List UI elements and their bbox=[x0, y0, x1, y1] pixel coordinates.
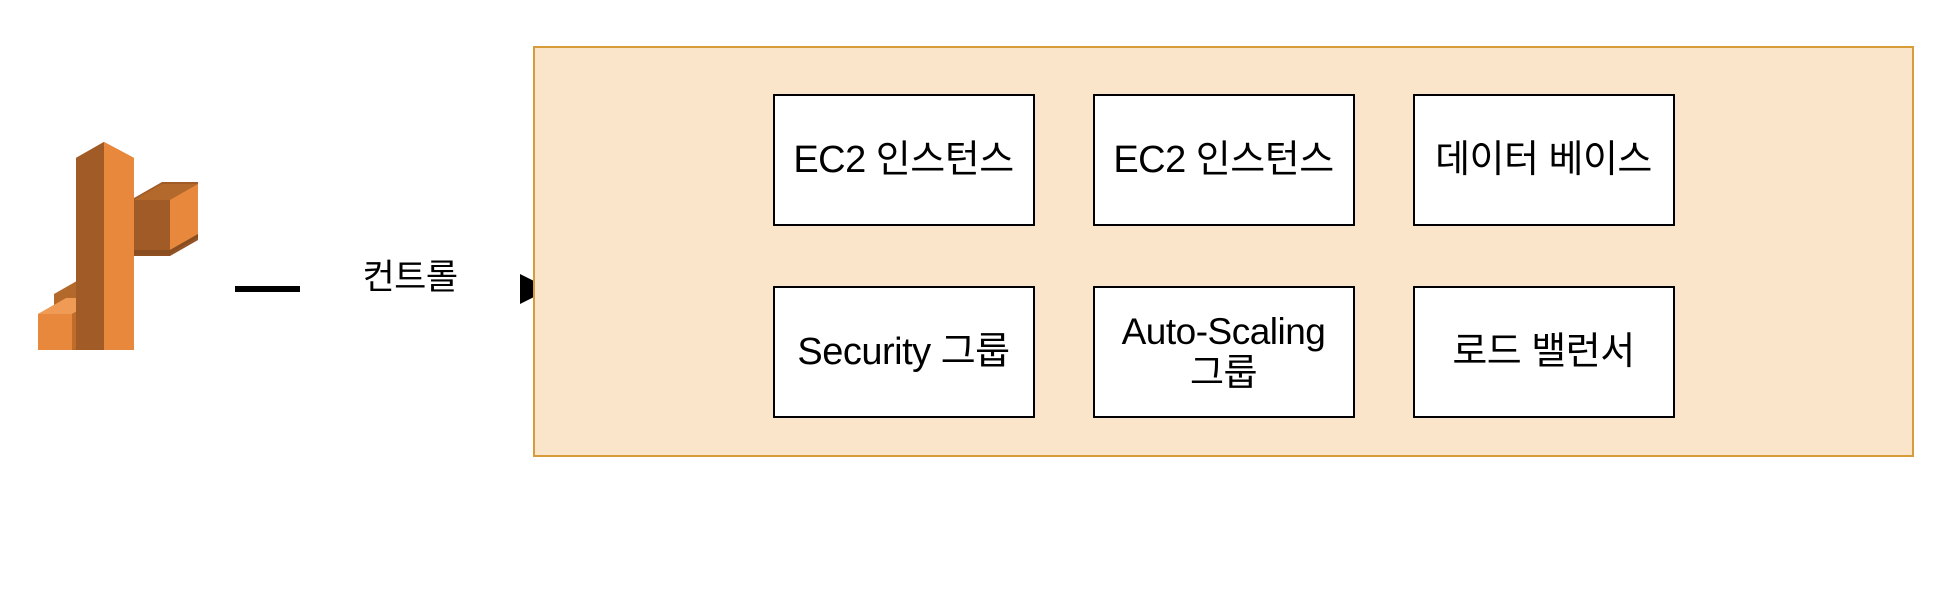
control-arrow-label: 컨트롤 bbox=[300, 250, 520, 298]
resource-box-load-balancer[interactable]: 로드 밸런서 bbox=[1412, 286, 1675, 418]
resource-row-2: Security 그룹 Auto-Scaling 그룹 로드 밸런서 bbox=[535, 286, 1912, 418]
resource-box-security-group[interactable]: Security 그룹 bbox=[772, 286, 1035, 418]
resource-box-auto-scaling-group[interactable]: Auto-Scaling 그룹 bbox=[1092, 286, 1355, 418]
aws-service-3d-icon bbox=[32, 128, 198, 350]
resource-box-ec2-instance-2[interactable]: EC2 인스턴스 bbox=[1092, 94, 1355, 226]
resource-group-panel: EC2 인스턴스 EC2 인스턴스 데이터 베이스 Security 그룹 Au… bbox=[533, 46, 1914, 457]
resource-box-ec2-instance-1[interactable]: EC2 인스턴스 bbox=[772, 94, 1035, 226]
resource-row-1: EC2 인스턴스 EC2 인스턴스 데이터 베이스 bbox=[535, 94, 1912, 226]
resource-box-database[interactable]: 데이터 베이스 bbox=[1412, 94, 1675, 226]
